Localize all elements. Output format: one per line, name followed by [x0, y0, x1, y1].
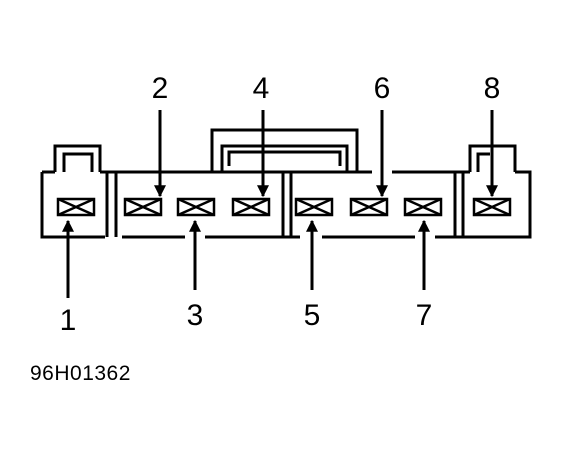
terminal-3: [176, 197, 216, 217]
terminal-7: [403, 197, 443, 217]
terminal-1: [56, 197, 96, 217]
terminals: [56, 197, 512, 217]
terminal-5: [294, 197, 334, 217]
pin-label-1: 1: [60, 304, 77, 337]
leader-arrows: [62, 110, 498, 298]
pin-label-5: 5: [304, 299, 321, 332]
terminal-8: [472, 197, 512, 217]
pin-label-2: 2: [152, 72, 169, 105]
pin-label-8: 8: [484, 72, 501, 105]
terminal-4: [231, 197, 271, 217]
terminal-2: [123, 197, 163, 217]
terminal-6: [349, 197, 389, 217]
figure-reference-code: 96H01362: [30, 362, 131, 385]
pin-labels: 1 2 3 4 5 6 7 8: [60, 72, 501, 337]
pin-label-3: 3: [187, 299, 204, 332]
connector-housing: [40, 128, 532, 239]
pin-label-4: 4: [253, 72, 270, 105]
pin-label-7: 7: [416, 299, 433, 332]
pin-label-6: 6: [374, 72, 391, 105]
